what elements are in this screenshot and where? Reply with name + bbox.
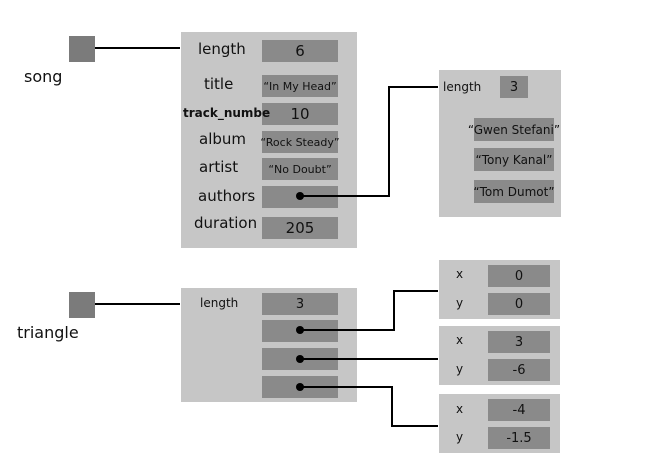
song-track-value: 10	[262, 103, 338, 125]
song-variable-label: song	[24, 67, 63, 86]
authors-length-value: 3	[500, 76, 528, 98]
song-variable-box	[69, 36, 95, 62]
triangle-variable-box	[69, 292, 95, 318]
point-0-y-value: 0	[488, 293, 550, 315]
authors-item-1: “Tony Kanal”	[474, 148, 554, 171]
song-title-label: title	[204, 75, 234, 93]
song-title-value: “In My Head”	[262, 75, 338, 97]
song-authors-reference-cell	[262, 186, 338, 208]
point-1-x-value: 3	[488, 331, 550, 353]
song-album-label: album	[199, 130, 246, 148]
point-2-y-value: -1.5	[488, 427, 550, 449]
triangle-cell-1	[262, 348, 338, 370]
song-length-value: 6	[262, 40, 338, 62]
song-duration-label: duration	[194, 214, 258, 232]
point-0-x-value: 0	[488, 265, 550, 287]
song-artist-label: artist	[199, 158, 239, 176]
song-track-label: track_numbe	[183, 106, 271, 120]
triangle-cell-2	[262, 376, 338, 398]
song-artist-value: “No Doubt”	[262, 158, 338, 180]
triangle-length-label: length	[200, 296, 239, 310]
point-2-x-value: -4	[488, 399, 550, 421]
point-1-y-value: -6	[488, 359, 550, 381]
point-0-x-label: x	[456, 267, 464, 281]
song-length-label: length	[198, 40, 246, 58]
point-1-x-label: x	[456, 333, 464, 347]
authors-item-0: “Gwen Stefani”	[468, 118, 560, 141]
song-authors-label: authors	[198, 187, 256, 205]
song-album-value: “Rock Steady”	[260, 131, 340, 153]
point-1-y-label: y	[456, 362, 464, 376]
point-2-x-label: x	[456, 402, 464, 416]
triangle-cell-0	[262, 320, 338, 342]
triangle-length-value: 3	[262, 293, 338, 315]
authors-length-label: length	[443, 80, 482, 94]
song-duration-value: 205	[262, 217, 338, 239]
point-0-y-label: y	[456, 296, 464, 310]
authors-item-2: “Tom Dumot”	[473, 180, 555, 203]
triangle-variable-label: triangle	[17, 323, 79, 342]
point-2-y-label: y	[456, 430, 464, 444]
